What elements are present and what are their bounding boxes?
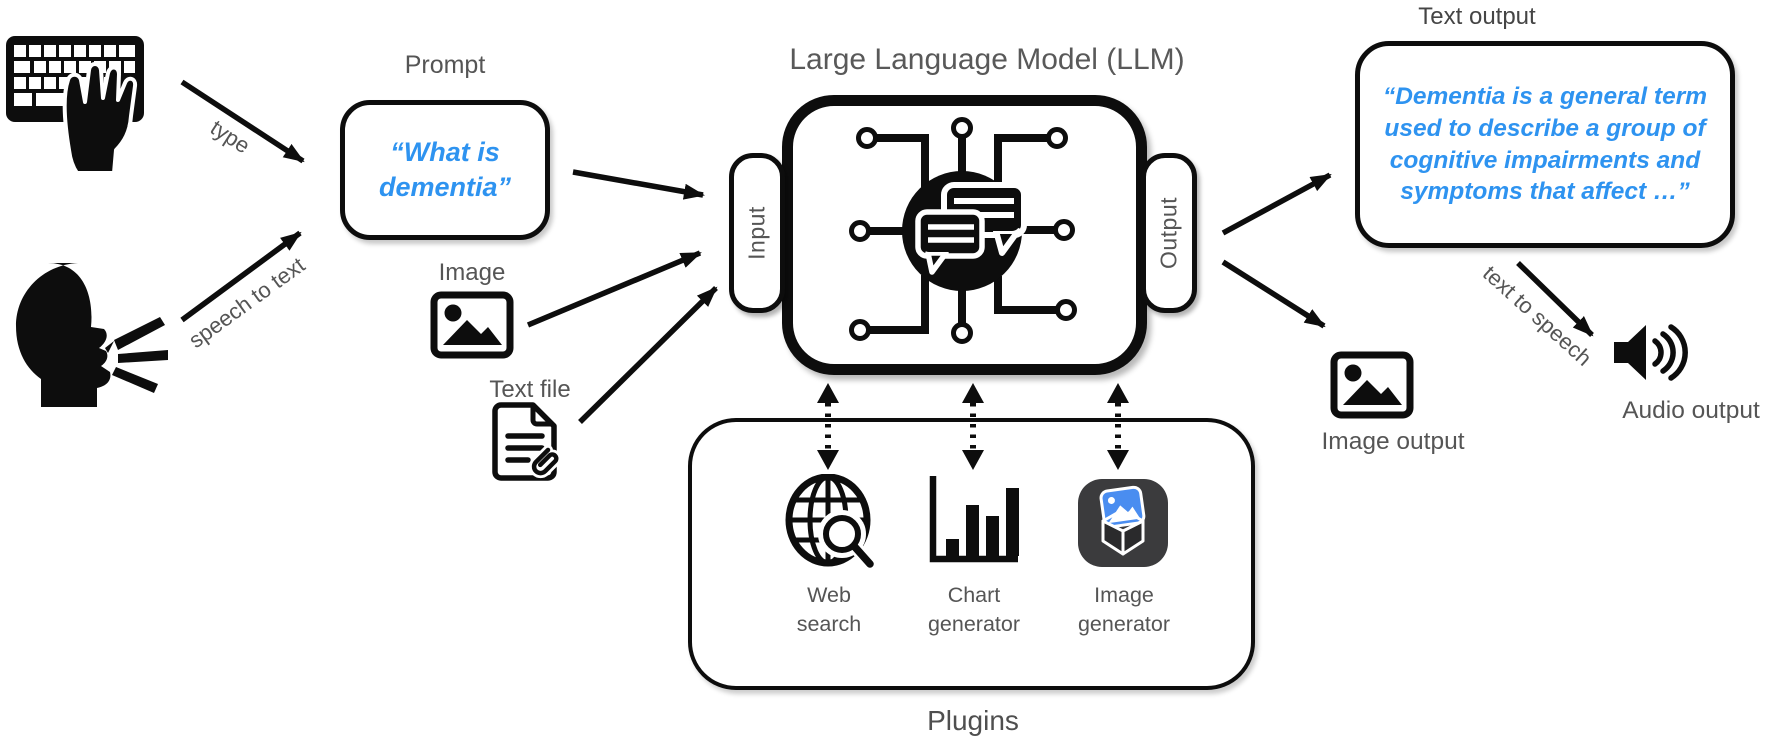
- plugin-label-chart-generator: Chart generator: [927, 583, 1021, 637]
- output-to-text-arrow: [1221, 172, 1332, 236]
- llm-input-tab: Input: [729, 153, 785, 313]
- image-icon: [430, 291, 514, 359]
- plugin-label-web-search: Web search: [796, 583, 862, 637]
- image-generator-icon: [1078, 479, 1168, 567]
- image-output-label: Image output: [1321, 428, 1465, 455]
- prompt-box: “What is dementia”: [340, 100, 550, 240]
- image-to-input-arrow: [526, 250, 702, 328]
- prompt-title: Prompt: [404, 51, 486, 79]
- text-file-label: Text file: [489, 376, 571, 403]
- textfile-to-input-arrow: [578, 286, 718, 424]
- keyboard-typing-icon: [6, 36, 144, 175]
- chart-generator-icon: [929, 476, 1019, 563]
- speaker-icon: [1614, 324, 1688, 381]
- speaking-head-icon: [16, 263, 168, 407]
- audio-output-label: Audio output: [1622, 397, 1760, 424]
- llm-output-tab: Output: [1141, 153, 1197, 313]
- prompt-text: “What is dementia”: [378, 136, 512, 202]
- chat-bubbles-glyph: [915, 182, 1027, 275]
- llm-output-label: Output: [1155, 196, 1182, 270]
- llm-input-label: Input: [743, 206, 770, 260]
- text-to-speech-arrow-label: text to speech: [1478, 260, 1597, 371]
- image-attachment-label: Image: [438, 259, 506, 286]
- text-output-text: “Dementia is a general term used to desc…: [1382, 82, 1708, 206]
- web-search-icon: [785, 474, 876, 572]
- image-output-icon: [1330, 351, 1414, 419]
- llm-chip-icon: [849, 117, 1077, 344]
- type-arrow-label: type: [206, 114, 255, 159]
- text-output-title: Text output: [1418, 3, 1536, 30]
- text-file-icon: [492, 402, 562, 481]
- plugins-title: Plugins: [927, 705, 1019, 736]
- plugin-label-image-generator: Image generator: [1077, 583, 1171, 637]
- speech-to-text-arrow-label: speech to text: [183, 252, 310, 353]
- text-output-box: “Dementia is a general term used to desc…: [1355, 41, 1735, 248]
- prompt-to-input-arrow: [572, 169, 705, 200]
- llm-title: Large Language Model (LLM): [789, 43, 1185, 76]
- output-to-image-arrow: [1221, 259, 1326, 329]
